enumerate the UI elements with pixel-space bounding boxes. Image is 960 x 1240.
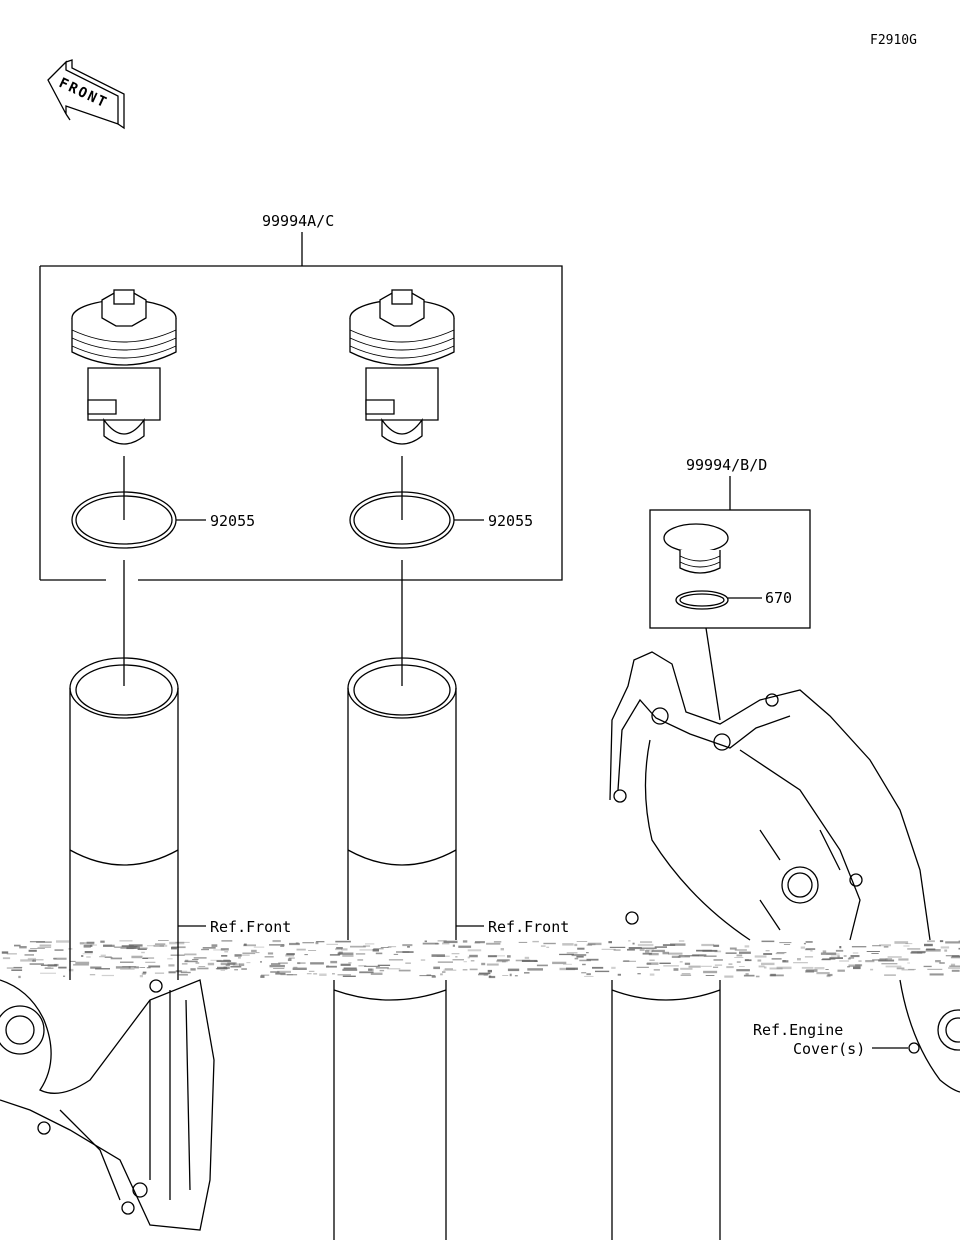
kit-label-left: 99994A/C <box>262 212 334 230</box>
fork-tube-1: Ref.Front <box>69 657 291 940</box>
kit-box-right: 99994/B/D 670 <box>649 456 811 721</box>
ref-engine-label-2: Cover(s) <box>793 1040 865 1058</box>
engine-cover-casting <box>609 651 931 941</box>
washer-label: 670 <box>765 589 792 607</box>
oring-label-1: 92055 <box>210 512 255 530</box>
front-arrow-icon: FRONT <box>47 59 125 130</box>
fork-cartridge-1: 92055 <box>71 289 255 686</box>
fork-tube-2: Ref.Front <box>347 657 569 940</box>
scan-noise-band <box>1 940 960 979</box>
ref-front-label-1: Ref.Front <box>210 918 291 936</box>
lower-fork-legs <box>69 940 721 1240</box>
lower-left-casting <box>0 979 215 1231</box>
kit-label-right: 99994/B/D <box>686 456 767 474</box>
kit-box-left: 99994A/C <box>39 212 563 581</box>
ref-engine-label-1: Ref.Engine <box>753 1021 843 1039</box>
diagram-code: F2910G <box>870 33 917 48</box>
fork-cartridge-2: 92055 <box>349 289 533 686</box>
lower-right-casting: Ref.Engine Cover(s) <box>753 979 960 1093</box>
oring-label-2: 92055 <box>488 512 533 530</box>
front-arrow-text: FRONT <box>56 75 110 112</box>
ref-front-label-2: Ref.Front <box>488 918 569 936</box>
